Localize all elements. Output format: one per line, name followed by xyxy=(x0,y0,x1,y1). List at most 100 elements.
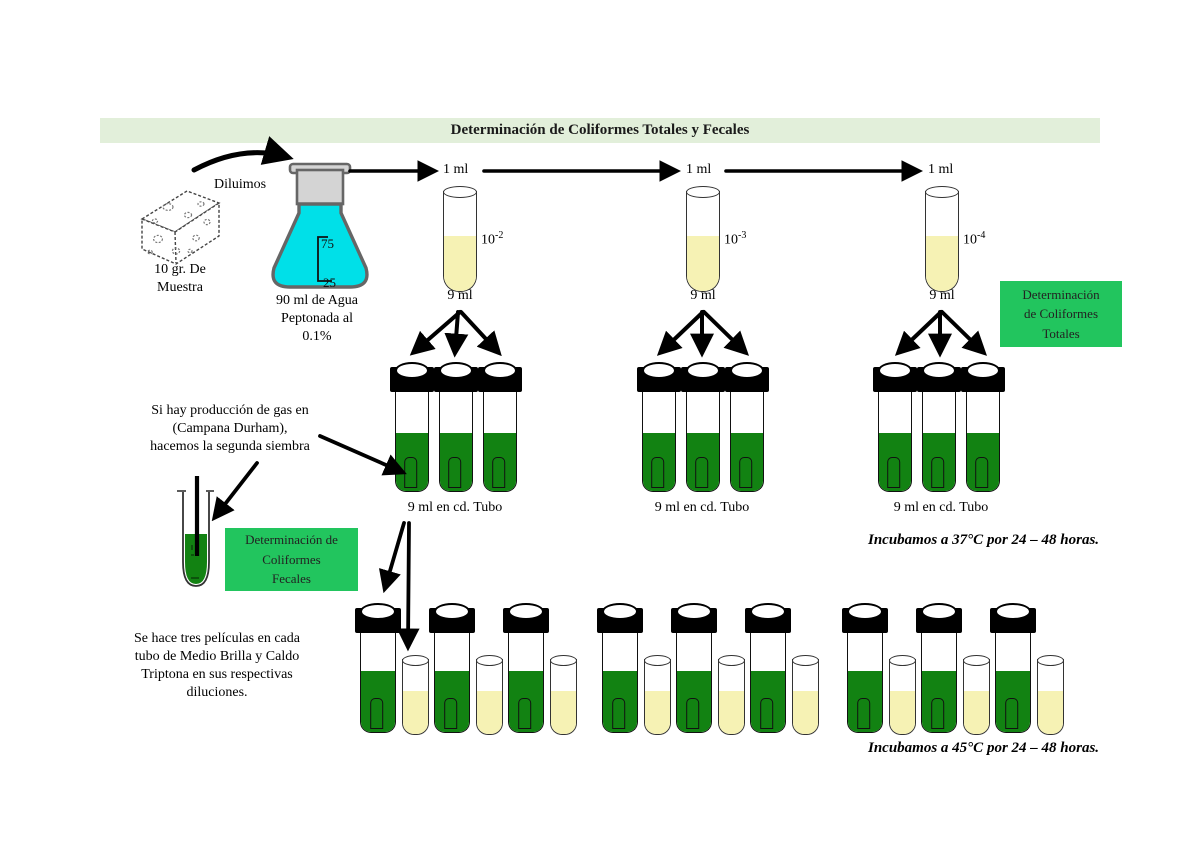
volume-label-1: 9 ml xyxy=(447,288,473,303)
yellow-broth xyxy=(793,691,818,734)
yellow-broth xyxy=(551,691,576,734)
yellow-broth xyxy=(477,691,502,734)
tube-opening xyxy=(847,603,883,620)
dilute-label: Diluimos xyxy=(214,177,267,192)
culture-tube xyxy=(916,603,962,733)
fan-arrows-group-1 xyxy=(409,310,502,358)
diluent xyxy=(444,236,476,291)
fan-arrows-group-3 xyxy=(894,310,988,358)
tube-opening xyxy=(995,603,1031,620)
tube-rim xyxy=(792,655,819,666)
tube-row-label-2: 9 ml en cd. Tubo xyxy=(654,500,750,515)
films-note: Se hace tres películas en cada tubo de M… xyxy=(134,631,300,700)
cheese-icon xyxy=(140,190,221,265)
broth-tube xyxy=(476,655,503,735)
durham-tube xyxy=(931,698,945,729)
broth-tube xyxy=(550,655,577,735)
culture-tube xyxy=(429,603,475,733)
durham-tube xyxy=(651,457,665,488)
yellow-broth xyxy=(403,691,428,734)
dilution-tube-3 xyxy=(925,186,959,292)
tube-rim xyxy=(443,186,477,198)
green-medium xyxy=(440,433,472,491)
totales-box: Determinación de Coliformes Totales xyxy=(1000,281,1122,347)
tube-opening xyxy=(730,362,764,379)
tube-opening xyxy=(439,362,473,379)
green-medium xyxy=(435,671,469,732)
green-medium xyxy=(677,671,711,732)
flask-mark-75: 75 xyxy=(321,236,334,251)
incubate-37-note: Incubamos a 37°C por 24 – 48 horas. xyxy=(868,532,1100,548)
culture-tube xyxy=(637,362,681,492)
durham-tube xyxy=(492,457,506,488)
tube-row-label-3: 9 ml en cd. Tubo xyxy=(893,500,989,515)
tube-rim xyxy=(963,655,990,666)
erlenmeyer-flask-icon: 75 25 xyxy=(271,162,369,290)
durham-tube xyxy=(975,457,989,488)
culture-tube xyxy=(597,603,643,733)
fecal-tube-icon xyxy=(177,476,214,587)
tube-opening xyxy=(676,603,712,620)
tube-opening xyxy=(922,362,956,379)
dilution-factor-3: 10-4 xyxy=(963,230,986,248)
culture-tube xyxy=(873,362,917,492)
tube-opening xyxy=(642,362,676,379)
transfer-label-2: 1 ml xyxy=(686,162,712,177)
tube-opening xyxy=(508,603,544,620)
green-medium xyxy=(643,433,675,491)
culture-tube xyxy=(842,603,888,733)
durham-tube xyxy=(887,457,901,488)
culture-tube xyxy=(671,603,717,733)
durham-tube xyxy=(760,698,774,729)
durham-tube xyxy=(1005,698,1019,729)
green-medium xyxy=(484,433,516,491)
flask-caption: 90 ml de Agua Peptonada al 0.1% xyxy=(275,293,359,344)
dilution-tube-1 xyxy=(443,186,477,292)
green-medium xyxy=(751,671,785,732)
flask-liquid xyxy=(271,202,369,289)
fecales-box: Determinación de Coliformes Fecales xyxy=(225,528,358,591)
tube-rim xyxy=(889,655,916,666)
flask-mark-25: 25 xyxy=(323,275,336,290)
reseed-to-bigtube-arrow xyxy=(378,521,406,594)
green-medium xyxy=(996,671,1030,732)
culture-tube xyxy=(503,603,549,733)
tube-opening xyxy=(395,362,429,379)
green-medium xyxy=(922,671,956,732)
durham-tube xyxy=(739,457,753,488)
culture-tube xyxy=(478,362,522,492)
durham-tube xyxy=(444,698,458,729)
page-title: Determinación de Coliformes Totales y Fe… xyxy=(100,118,1100,143)
culture-tube xyxy=(725,362,769,492)
tube-rim xyxy=(925,186,959,198)
durham-tube xyxy=(695,457,709,488)
yellow-broth xyxy=(645,691,670,734)
broth-tube xyxy=(1037,655,1064,735)
tube-rim xyxy=(402,655,429,666)
durham-tube xyxy=(686,698,700,729)
tube-rim xyxy=(718,655,745,666)
tube-opening xyxy=(686,362,720,379)
culture-tube xyxy=(355,603,401,733)
volume-label-2: 9 ml xyxy=(690,288,716,303)
green-medium xyxy=(361,671,395,732)
tube-rim xyxy=(476,655,503,666)
durham-tube xyxy=(857,698,871,729)
tube-opening xyxy=(602,603,638,620)
tube-rim xyxy=(686,186,720,198)
fecal-tube-marks xyxy=(191,545,199,579)
volume-label-3: 9 ml xyxy=(929,288,955,303)
dilution-factor-2: 10-3 xyxy=(724,230,747,248)
green-medium xyxy=(923,433,955,491)
tube-rim xyxy=(644,655,671,666)
culture-tube xyxy=(961,362,1005,492)
culture-tube xyxy=(434,362,478,492)
culture-tube xyxy=(745,603,791,733)
gas-note: Si hay producción de gas en (Campana Dur… xyxy=(150,403,310,454)
durham-tube xyxy=(404,457,418,488)
tube-rim xyxy=(550,655,577,666)
tube-rim xyxy=(1037,655,1064,666)
tube-opening xyxy=(434,603,470,620)
green-medium xyxy=(967,433,999,491)
